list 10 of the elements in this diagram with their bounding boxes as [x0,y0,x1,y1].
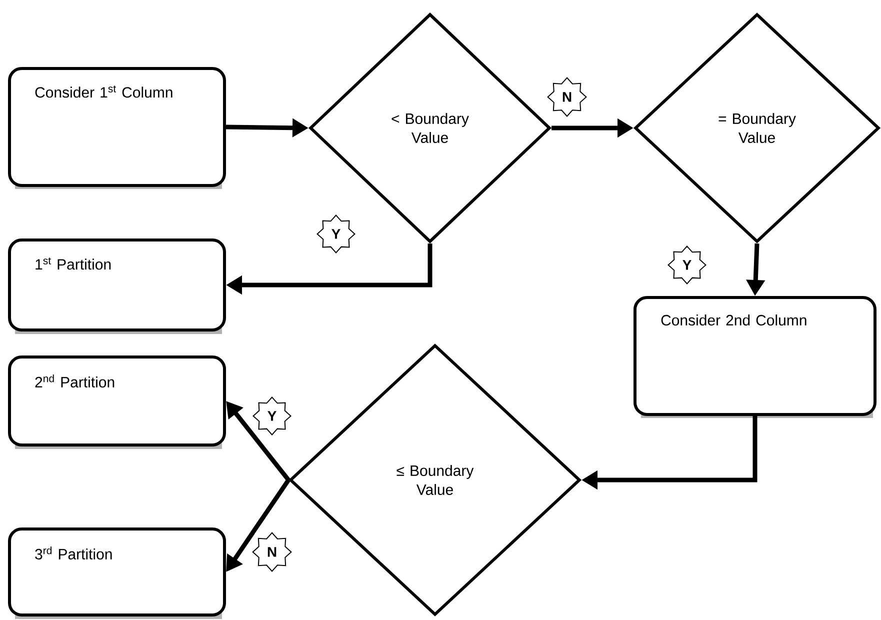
process-box: Consider 2nd Column [634,296,876,418]
process-box: Consider 1$^{st}$ Column [8,67,226,189]
edge-label: Y [252,396,292,436]
process-box: 3$^{rd}$ Partition [8,528,226,619]
edge-label: Y [668,246,706,284]
edge-label: N [547,77,587,117]
edge-label: Y [316,214,356,254]
process-box: 1$^{st}$ Partition [8,238,226,334]
process-box: 2$^{nd}$ Partition [8,356,226,449]
edge-label: N [252,532,292,572]
